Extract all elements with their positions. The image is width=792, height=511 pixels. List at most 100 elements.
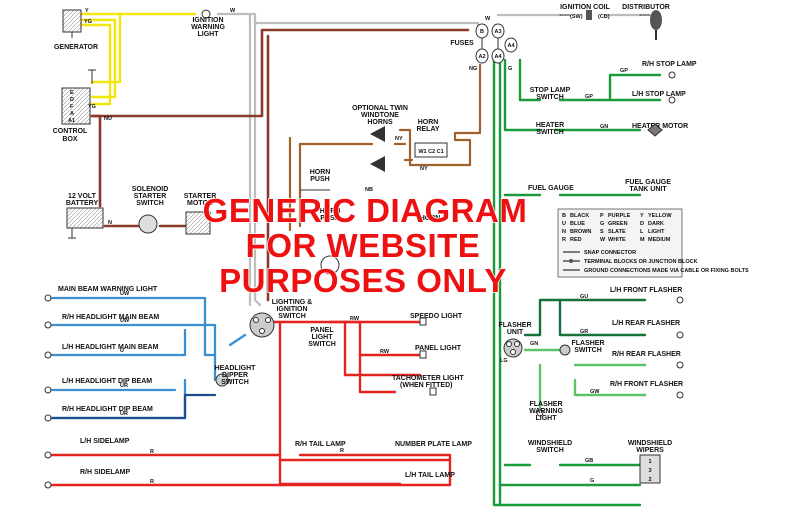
wire-red [46,320,452,487]
code-lg: LG [500,358,508,364]
tacho-label-1: TACHOMETER LIGHT [392,375,465,382]
legend-cell-2-5: LIGHT [648,229,665,235]
rh-front-flasher-label: R/H FRONT FLASHER [610,381,683,388]
lh-main-label: L/H HEADLIGHT MAIN BEAM [62,344,159,351]
speedo-label: SPEEDO LIGHT [410,313,463,320]
number-plate-label: NUMBER PLATE LAMP [395,441,472,448]
ignition-coil: IGNITION COIL (SW) (CB) [560,4,611,20]
horns-label-1: OPTIONAL TWIN [352,105,408,112]
code-ur: UR [120,383,128,389]
lh-rear-flasher-label: L/H REAR FLASHER [612,320,680,327]
code-r1: R [150,449,154,455]
rh-tail-label: R/H TAIL LAMP [295,441,346,448]
coil-cb: (CB) [598,14,610,20]
code-rw2: RW [380,349,390,355]
windshield-wipers: WINDSHIELD WIPERS 1 3 2 [628,440,672,484]
code-gr: GR [580,329,588,335]
hds-label-3: SWITCH [221,379,249,386]
legend-cell-0-5: YELLOW [648,213,672,219]
fuel-gauge-label: FUEL GAUGE [528,185,574,192]
solenoid-label-3: SWITCH [136,200,164,207]
code-uw: UW [120,291,130,297]
headlight-dipper-switch: HEADLIGHT DIPPER SWITCH [215,365,256,387]
coil-label: IGNITION COIL [560,4,611,11]
wire-codes: Y YG W W YG NU N NG G GP GP GN NY NY NB … [84,8,628,485]
legend-cell-1-3: GREEN [608,221,628,227]
wipers-label-2: WIPERS [636,447,664,454]
panel-light-label: PANEL LIGHT [415,345,462,352]
heater-motor-label: HEATER MOTOR [632,123,688,130]
lh-side-label: L/H SIDELAMP [80,438,130,445]
code-rw: RW [350,316,360,322]
pls-label-1: PANEL [310,327,334,334]
flasher-switch-label-2: SWITCH [574,347,602,354]
hds-label-2: DIPPER [222,372,248,379]
cb-term-f: F [70,104,74,110]
relay-label-1: HORN [418,119,439,126]
cb-term-e: E [70,90,74,96]
wire-yellow [80,12,197,106]
control-box-label-2: BOX [62,136,78,143]
code-ur2: UR [120,411,128,417]
fuel-tank-label-1: FUEL GAUGE [625,179,671,186]
legend-cell-1-5: DARK [648,221,664,227]
fuse-a4: A4 [507,43,515,49]
wiper-t1: 1 [648,459,651,465]
wire-navy [46,393,217,420]
flasher-switch: FLASHER SWITCH [559,340,605,356]
cb-term-a1: A1 [68,118,75,124]
distributor: DISTRIBUTOR [622,4,670,40]
generator-label: GENERATOR [54,44,98,51]
legend-cell-2-3: SLATE [608,229,626,235]
rear-lamps: R/H TAIL LAMP NUMBER PLATE LAMP L/H TAIL… [295,441,472,479]
rh-rear-flasher-label: R/H REAR FLASHER [612,351,681,358]
legend-cell-0-2: P [600,213,604,219]
stop-lamps: STOP LAMP SWITCH R/H STOP LAMP L/H STOP … [530,61,697,104]
flasher-unit: FLASHER UNIT [498,322,532,358]
wiper-t3: 3 [648,468,651,474]
code-g2: G [590,478,594,484]
fuse-a4b: A4 [494,54,502,60]
relay-terms: W1 C2 C1 [418,149,443,155]
solenoid-switch: SOLENOID STARTER SWITCH [132,186,168,234]
fw-label-1: FLASHER [529,401,562,408]
generator-component: GENERATOR [54,9,98,51]
lh-stop-label: L/H STOP LAMP [632,91,686,98]
fuses-label: FUSES [450,40,474,47]
code-y: Y [85,8,89,14]
code-ny2: NY [395,136,403,142]
code-nb: NB [365,187,373,193]
legend-cell-2-2: S [600,229,604,235]
control-box-label-1: CONTROL [53,128,88,135]
battery-label-2: BATTERY [66,200,99,207]
sls-label-1: STOP LAMP [530,87,571,94]
battery-label-1: 12 VOLT [68,193,97,200]
rh-dip-label: R/H HEADLIGHT DIP BEAM [62,406,153,413]
lighting-ignition-switch: LIGHTING & IGNITION SWITCH [249,299,312,338]
lis-label-3: SWITCH [278,313,306,320]
starter-label-1: STARTER [184,193,217,200]
ws-switch-label-1: WINDSHIELD [528,440,572,447]
fuse-b: B [480,29,484,35]
horn-push-1: HORN PUSH [300,169,330,191]
ws-switch-label-2: SWITCH [536,447,564,454]
legend-snap: SNAP CONNECTOR [584,250,636,256]
lh-tail-label: L/H TAIL LAMP [405,472,455,479]
flasher-switch-label-1: FLASHER [571,340,604,347]
left-lamps: MAIN BEAM WARNING LIGHT R/H HEADLIGHT MA… [44,286,159,489]
code-w2: W [485,16,491,22]
code-yg2: YG [88,104,96,110]
legend-cell-0-1: BLACK [570,213,589,219]
iwl-label-2: WARNING [191,24,225,31]
wire-white [216,12,642,307]
fw-label-3: LIGHT [536,415,558,422]
rh-side-label: R/H SIDELAMP [80,469,131,476]
code-gp2: GP [585,94,593,100]
legend-cell-1-4: D [640,221,644,227]
watermark-line-3: PURPOSES ONLY [219,262,507,299]
legend-cell-3-5: MEDIUM [648,237,671,243]
flasher-warning: FLASHER WARNING LIGHT [529,401,563,422]
control-box: E D F A A1 CONTROL BOX [53,69,96,143]
legend-cell-0-0: B [562,213,566,219]
